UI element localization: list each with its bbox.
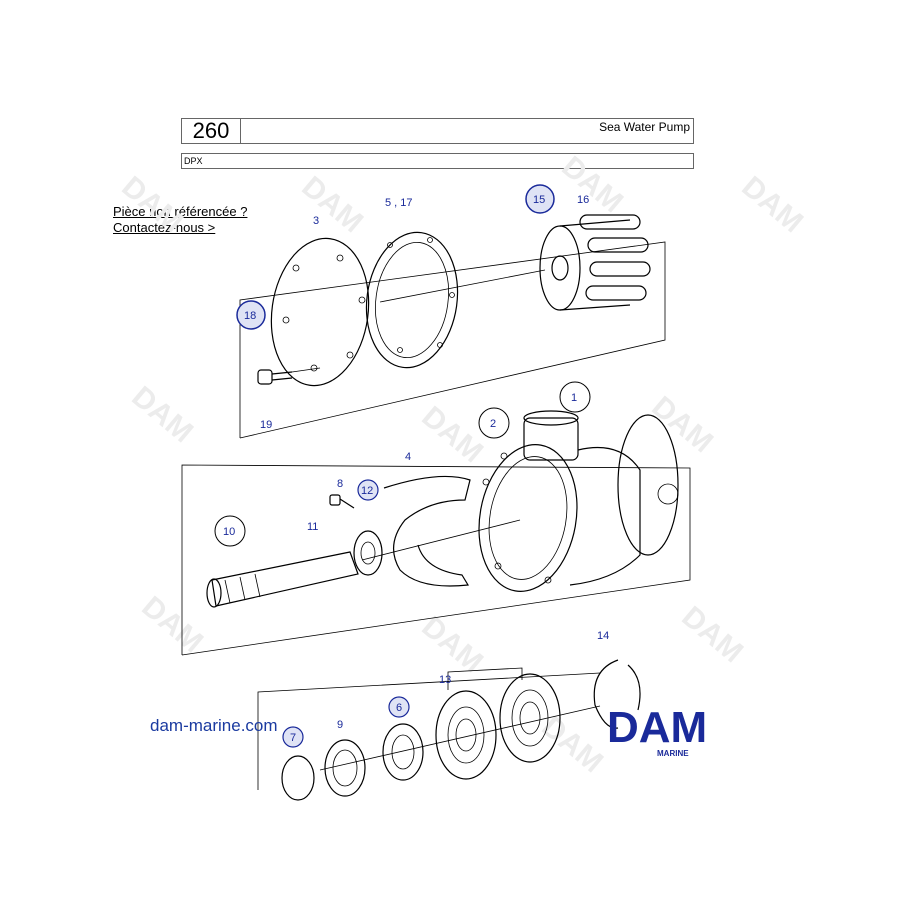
circled-callouts: 15 18 1 2 10 12 6 7 xyxy=(214,184,591,748)
callout-16: 16 xyxy=(577,194,589,206)
callout-7: 7 xyxy=(290,732,296,744)
model-label: DPX xyxy=(181,153,694,169)
callout-1: 1 xyxy=(571,392,577,404)
shaft-part xyxy=(206,519,521,608)
cover-plate-part xyxy=(270,237,370,387)
callout-19: 19 xyxy=(260,419,272,431)
callout-12: 12 xyxy=(361,485,373,497)
callout-2: 2 xyxy=(490,418,496,430)
watermark-text: DAM xyxy=(296,170,370,239)
logo-subtext: MARINE xyxy=(657,749,689,758)
callout-1-circle xyxy=(559,381,591,413)
gasket-part xyxy=(365,231,459,369)
dam-marine-logo: DAM MARINE xyxy=(607,703,707,758)
callout-10-circle xyxy=(214,515,246,547)
impeller-part xyxy=(539,214,651,311)
watermark-text: DAM xyxy=(116,170,190,239)
contact-us-link[interactable]: Contactez-nous > xyxy=(113,220,216,235)
watermark-text: DAM xyxy=(646,390,720,459)
callout-9: 9 xyxy=(337,719,343,731)
seal-ring-part xyxy=(353,530,383,576)
watermark-text: DAM xyxy=(736,170,810,239)
callout-13: 13 xyxy=(439,674,451,686)
lower-assembly-frame xyxy=(257,672,601,790)
callout-4: 4 xyxy=(405,451,411,463)
callout-2-circle xyxy=(478,407,510,439)
page-number: 260 xyxy=(182,119,241,143)
callout-10: 10 xyxy=(223,526,235,538)
oil-seal-part xyxy=(382,723,424,781)
page-title: Sea Water Pump xyxy=(599,120,690,134)
lock-washer-part xyxy=(324,739,366,797)
watermark-text: DAM xyxy=(416,610,490,679)
watermark-text: DAM xyxy=(676,600,750,669)
callout-18-circle xyxy=(236,300,266,330)
callout-5-17: 5 , 17 xyxy=(385,197,413,209)
logo-text: DAM xyxy=(607,703,707,752)
website-link[interactable]: dam-marine.com xyxy=(150,716,278,735)
watermark-text: DAM xyxy=(136,590,210,659)
callout-6-circle xyxy=(388,696,410,718)
screw-part xyxy=(257,367,321,385)
cam-part xyxy=(383,475,471,587)
circlip-part xyxy=(593,659,641,729)
callout-14: 14 xyxy=(597,630,609,642)
small-screw-part xyxy=(329,494,355,509)
callout-8: 8 xyxy=(337,478,343,490)
title-bar: 260 Sea Water Pump xyxy=(181,118,694,144)
retaining-ring-part xyxy=(281,755,315,801)
callout-15-circle xyxy=(525,184,555,214)
callout-18: 18 xyxy=(244,310,256,322)
callout-7-circle xyxy=(282,726,304,748)
unlisted-part-link[interactable]: Pièce non référencée ? xyxy=(113,204,248,219)
callout-labels: 3 5 , 17 16 19 4 8 11 13 14 9 xyxy=(260,194,609,731)
pump-housing-part xyxy=(478,410,679,592)
callout-3: 3 xyxy=(313,215,319,227)
callout-15: 15 xyxy=(533,194,545,206)
callout-12-circle xyxy=(357,479,379,501)
middle-assembly-frame xyxy=(181,464,691,656)
watermark-text: DAM xyxy=(126,380,200,449)
watermark-text: DAM xyxy=(536,710,610,779)
callout-11: 11 xyxy=(307,521,318,533)
watermark-group: DAM DAM DAM DAM DAM DAM DAM DAM DAM DAM … xyxy=(116,150,810,779)
upper-assembly-frame xyxy=(239,241,666,439)
callout-6: 6 xyxy=(396,702,402,714)
watermark-text: DAM xyxy=(556,150,630,219)
watermark-text: DAM xyxy=(416,400,490,469)
bearing-part-1 xyxy=(435,690,497,780)
